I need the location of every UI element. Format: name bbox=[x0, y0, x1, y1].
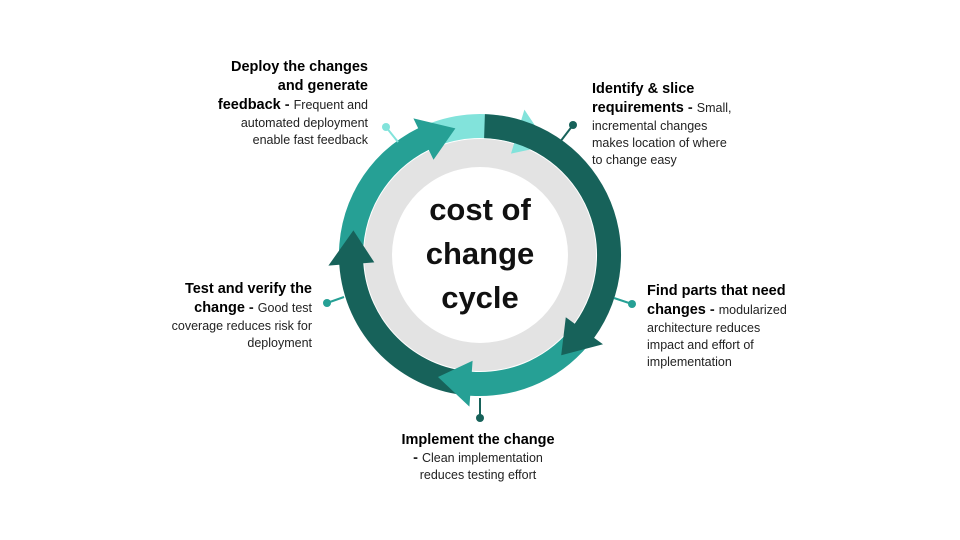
step-test: Test and verify the change - Good test c… bbox=[160, 280, 312, 352]
connector-implement-dot bbox=[476, 414, 484, 422]
step-find: Find parts that need changes - modulariz… bbox=[647, 282, 797, 371]
center-title-line-2: change bbox=[425, 236, 535, 271]
step-identify-text: Small, incremental changes makes locatio… bbox=[592, 101, 732, 167]
center-title: cost of change cycle bbox=[380, 188, 580, 320]
step-identify: Identify & slice requirements - Small, i… bbox=[592, 80, 740, 169]
step-test-text: Good test coverage reduces risk for depl… bbox=[171, 301, 312, 350]
step-deploy-text: Frequent and automated deployment enable… bbox=[240, 98, 368, 147]
step-test-separator: - bbox=[244, 300, 258, 316]
connector-find-dot bbox=[628, 300, 636, 308]
step-find-separator: - bbox=[705, 302, 719, 318]
connector-test-dot bbox=[323, 299, 331, 307]
step-deploy-heading: Deploy the changes and generate feedback bbox=[217, 59, 368, 113]
step-deploy-separator: - bbox=[280, 97, 294, 113]
arrow-find bbox=[438, 323, 595, 407]
step-implement: Implement the change - Clean implementat… bbox=[398, 431, 558, 484]
connector-deploy-dot bbox=[382, 123, 390, 131]
step-test-heading: Test and verify the change bbox=[184, 281, 312, 316]
center-title-line-1: cost of bbox=[429, 192, 531, 227]
step-implement-separator: - bbox=[413, 450, 422, 466]
center-white-circle bbox=[392, 167, 568, 343]
step-implement-heading: Implement the change bbox=[401, 432, 555, 448]
step-find-text: modularized architecture reduces impact … bbox=[647, 303, 787, 369]
step-find-heading: Find parts that need changes bbox=[647, 283, 786, 318]
step-identify-separator: - bbox=[683, 100, 697, 116]
connectors bbox=[323, 121, 636, 422]
connector-identify-dot bbox=[569, 121, 577, 129]
step-deploy: Deploy the changes and generate feedback… bbox=[212, 58, 368, 149]
step-implement-text: Clean implementation reduces testing eff… bbox=[419, 451, 543, 482]
arrow-identify bbox=[484, 114, 622, 356]
step-identify-heading: Identify & slice requirements bbox=[592, 81, 695, 116]
center-title-line-3: cycle bbox=[441, 280, 519, 315]
